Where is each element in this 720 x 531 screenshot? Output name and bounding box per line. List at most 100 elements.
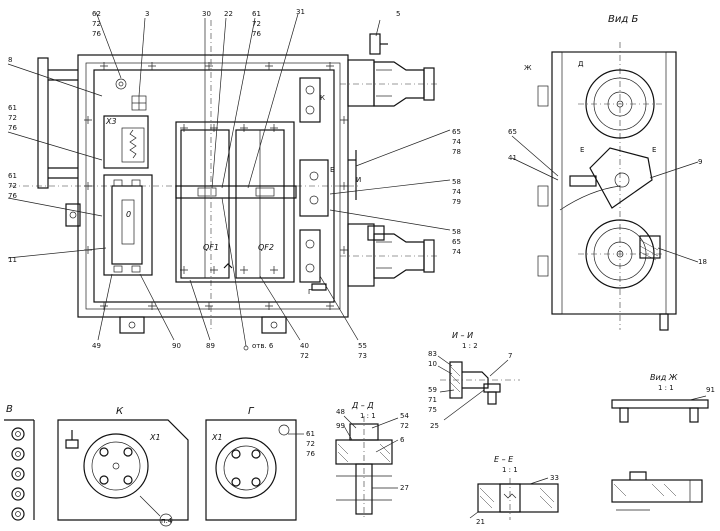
callout-33: 33 — [550, 474, 559, 482]
callout-91: 91 — [706, 386, 715, 394]
main-callouts: 62 72 76 3 30 22 61 72 76 31 5 8 61 72 7… — [8, 8, 461, 360]
view-b: Вид Б — [537, 14, 677, 331]
view-g-x1: X1 — [211, 433, 223, 442]
relay-zero-label: 0 — [126, 210, 131, 219]
section-i-callouts: 83 10 7 59 71 75 25 — [428, 350, 512, 430]
hole-note: отв. 6 — [252, 342, 274, 350]
relay-module: 0 — [103, 174, 153, 276]
qf2-label: QF2 — [258, 243, 274, 252]
view-mark-b: Б — [330, 166, 335, 174]
callout-76: 76 — [8, 192, 17, 200]
view-g-title: Г — [248, 406, 255, 417]
callout-10: 10 — [428, 360, 437, 368]
callout-30: 30 — [202, 10, 211, 18]
callout-61: 61 — [8, 172, 17, 180]
callout-72: 72 — [400, 422, 409, 430]
callout-65: 65 — [452, 128, 461, 136]
section-i-title: И – И — [452, 331, 473, 340]
section-d-leaders — [343, 415, 399, 489]
view-zh: Вид Ж 1 : 1 91 — [611, 373, 715, 511]
callout-72: 72 — [8, 182, 17, 190]
callout-72: 72 — [92, 20, 101, 28]
section-d-title: Д – Д — [351, 401, 374, 410]
view-mark-d: Д — [578, 60, 584, 68]
cable-gland-top — [340, 33, 440, 107]
callout-72: 72 — [8, 114, 17, 122]
callout-59: 59 — [428, 386, 437, 394]
callout-76: 76 — [252, 30, 261, 38]
view-b-title: Вид Б — [608, 14, 638, 25]
section-i: И – И 1 : 2 — [440, 331, 520, 405]
callout-58: 58 — [452, 178, 461, 186]
section-i-scale: 1 : 2 — [462, 342, 478, 350]
right-terminals — [299, 77, 357, 291]
section-d: Д – Д 1 : 1 — [335, 401, 393, 520]
qf1-label: QF1 — [203, 243, 219, 252]
section-d-callouts: 48 99 54 72 6 27 — [336, 408, 409, 492]
section-e-title: Е – Е — [494, 455, 514, 464]
callout-71: 71 — [428, 396, 437, 404]
callout-75: 75 — [428, 406, 437, 414]
main-leaders — [7, 11, 451, 347]
circuit-breakers: QF1 QF2 — [175, 121, 297, 283]
callout-74: 74 — [452, 188, 461, 196]
callout-48: 48 — [336, 408, 345, 416]
callout-65: 65 — [508, 128, 517, 136]
callout-99: 99 — [336, 422, 345, 430]
callout-79: 79 — [452, 198, 461, 206]
view-mark-i: И — [356, 176, 361, 184]
callout-55: 55 — [358, 342, 367, 350]
callout-7: 7 — [508, 352, 512, 360]
callout-76: 76 — [306, 450, 315, 458]
view-mark-zh: Ж — [524, 64, 532, 72]
callout-72: 72 — [300, 352, 309, 360]
callout-76: 76 — [92, 30, 101, 38]
cable-gland-bottom — [340, 223, 440, 287]
view-v-title: В — [6, 404, 13, 415]
callout-25: 25 — [430, 422, 439, 430]
view-g: Г X1 61 72 76 — [205, 406, 315, 521]
callout-54: 54 — [400, 412, 409, 420]
callout-74: 74 — [452, 138, 461, 146]
view-mark-g: Г — [308, 288, 312, 296]
callout-49: 49 — [92, 342, 101, 350]
view-zh-title: Вид Ж — [650, 373, 678, 382]
view-mark-e: Е — [580, 146, 584, 154]
x3-label: X3 — [105, 117, 117, 126]
callout-27: 27 — [400, 484, 409, 492]
section-e: Е – Е 1 : 1 33 21 — [469, 455, 559, 526]
view-b-leaders — [511, 135, 699, 263]
view-k-note: п.4 — [161, 517, 173, 525]
callout-90: 90 — [172, 342, 181, 350]
callout-58: 58 — [452, 228, 461, 236]
view-k-title: К — [116, 406, 124, 417]
callout-9: 9 — [698, 158, 702, 166]
callout-11: 11 — [8, 256, 17, 264]
screw-marks — [84, 62, 348, 310]
callout-73: 73 — [358, 352, 367, 360]
callout-31: 31 — [296, 8, 305, 16]
callout-72: 72 — [252, 20, 261, 28]
section-e-scale: 1 : 1 — [502, 466, 518, 474]
callout-61: 61 — [8, 104, 17, 112]
callout-72: 72 — [306, 440, 315, 448]
callout-21: 21 — [476, 518, 485, 526]
callout-65: 65 — [452, 238, 461, 246]
section-d-scale: 1 : 1 — [360, 412, 376, 420]
view-mark-k: К — [320, 94, 325, 102]
view-zh-scale: 1 : 1 — [658, 384, 674, 392]
callout-89: 89 — [206, 342, 215, 350]
main-enclosure — [10, 20, 360, 334]
terminal-block-x3: X3 — [103, 78, 149, 169]
callout-76: 76 — [8, 124, 17, 132]
callout-83: 83 — [428, 350, 437, 358]
callout-40: 40 — [300, 342, 309, 350]
callout-5: 5 — [396, 10, 400, 18]
view-k-x1: X1 — [149, 433, 161, 442]
callout-74: 74 — [452, 248, 461, 256]
view-b-callouts: 65 41 9 18 Ж Д Е Е — [508, 60, 707, 266]
callout-22: 22 — [224, 10, 233, 18]
callout-78: 78 — [452, 148, 461, 156]
callout-18: 18 — [698, 258, 707, 266]
